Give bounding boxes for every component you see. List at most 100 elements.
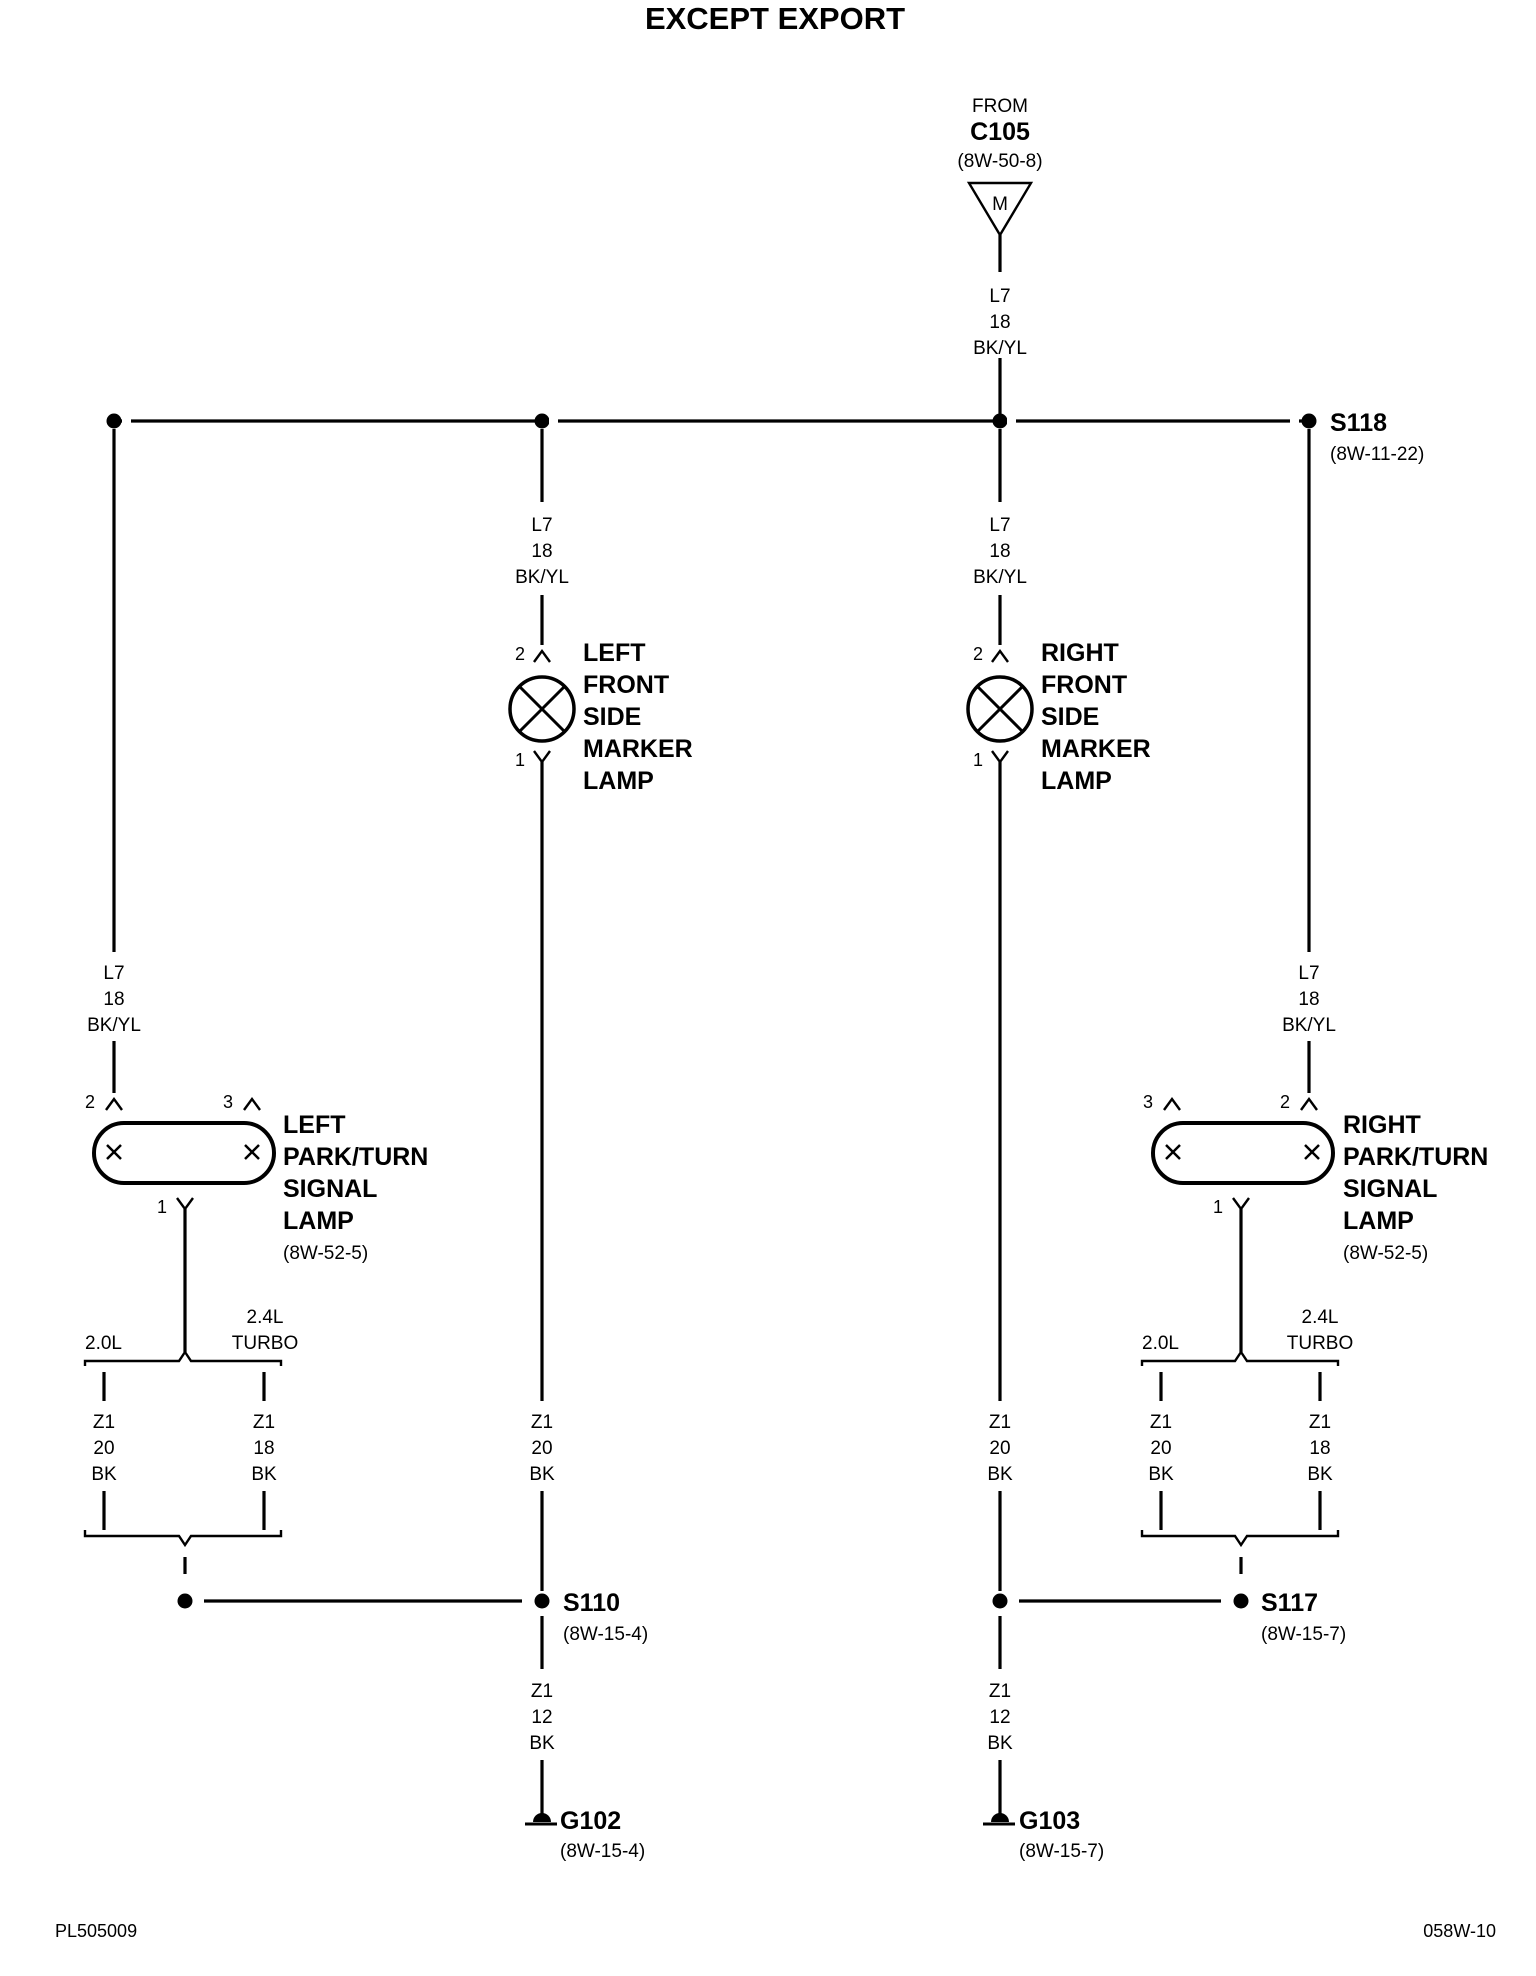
svg-text:Z1: Z1 [1150,1412,1172,1433]
svg-text:Z1: Z1 [989,1412,1011,1433]
splice-s117-name: S117 [1261,1589,1318,1617]
svg-text:TURBO: TURBO [1287,1333,1354,1354]
svg-text:(8W-52-5): (8W-52-5) [1343,1243,1428,1264]
splice-s118-name: S118 [1330,409,1387,437]
svg-text:LAMP: LAMP [1343,1207,1414,1235]
splice-s118-dot [1301,413,1317,429]
svg-text:TURBO: TURBO [232,1333,299,1354]
connector-pin-icon [533,648,551,663]
svg-text:BK/YL: BK/YL [515,567,569,588]
left-park-turn-signal-lamp: LEFT PARK/TURN SIGNAL LAMP (8W-52-5) [92,1111,428,1264]
ground-g102: G102 (8W-15-4) [525,1807,645,1862]
wire-label-right-2-0l: Z1 20 BK [1148,1412,1174,1485]
svg-text:SIDE: SIDE [583,703,641,731]
svg-text:BK: BK [529,1464,555,1485]
svg-text:(8W-15-7): (8W-15-7) [1019,1841,1104,1862]
svg-text:18: 18 [253,1438,274,1459]
wire-label-left-marker-feed: L7 18 BK/YL [515,515,569,588]
svg-text:MARKER: MARKER [583,735,693,763]
footer-right-id: 058W-10 [1423,1921,1496,1941]
source-connector-c105: FROM C105 (8W-50-8) M [957,96,1043,238]
connector-pin-icon [991,750,1009,765]
svg-text:BK/YL: BK/YL [1282,1015,1336,1036]
wire-label-right-park-feed: L7 18 BK/YL [1282,963,1336,1036]
svg-text:L7: L7 [989,515,1010,536]
svg-text:18: 18 [989,312,1010,333]
svg-text:1: 1 [515,750,525,770]
svg-text:2: 2 [85,1092,95,1112]
svg-text:RIGHT: RIGHT [1041,639,1119,667]
connector-pin-icon [1300,1096,1318,1111]
svg-text:L7: L7 [1298,963,1319,984]
connector-pin-icon [176,1197,194,1212]
svg-text:1: 1 [157,1197,167,1217]
connector-pin-icon [991,648,1009,663]
lamp-bulb-icon [966,675,1034,743]
svg-text:18: 18 [531,541,552,562]
connector-pin-icon [1163,1096,1181,1111]
svg-text:G103: G103 [1019,1807,1080,1835]
splice-dot-left-ground [177,1593,193,1609]
svg-text:18: 18 [103,989,124,1010]
svg-text:BK/YL: BK/YL [973,338,1027,359]
svg-text:1: 1 [973,750,983,770]
svg-text:PARK/TURN: PARK/TURN [1343,1143,1488,1171]
svg-text:SIGNAL: SIGNAL [1343,1175,1437,1203]
wire-label-left-2-0l: Z1 20 BK [91,1412,117,1485]
svg-text:MARKER: MARKER [1041,735,1151,763]
splice-s110-dot [534,1593,550,1609]
svg-text:BK: BK [987,1464,1013,1485]
source-connector-name: C105 [970,118,1030,146]
wire-label-g103: Z1 12 BK [987,1681,1013,1754]
svg-text:20: 20 [93,1438,114,1459]
svg-text:12: 12 [989,1707,1010,1728]
svg-text:L7: L7 [531,515,552,536]
svg-text:2.0L: 2.0L [85,1333,122,1354]
wire-label-g102: Z1 12 BK [529,1681,555,1754]
svg-text:Z1: Z1 [253,1412,275,1433]
svg-text:18: 18 [1309,1438,1330,1459]
footer-left-id: PL505009 [55,1921,137,1941]
svg-text:RIGHT: RIGHT [1343,1111,1421,1139]
svg-text:Z1: Z1 [531,1681,553,1702]
connector-pin-icon [1232,1197,1250,1212]
connector-triangle-icon [966,181,1034,238]
svg-text:Z1: Z1 [93,1412,115,1433]
svg-text:(8W-52-5): (8W-52-5) [283,1243,368,1264]
svg-text:LEFT: LEFT [283,1111,346,1139]
splice-s110-name: S110 [563,1589,620,1617]
svg-text:PARK/TURN: PARK/TURN [283,1143,428,1171]
engine-option-bracket-left: 2.0L 2.4L TURBO [83,1307,299,1366]
source-connector-ref: (8W-50-8) [957,151,1042,172]
wire-label-right-marker-feed: L7 18 BK/YL [973,515,1027,588]
engine-option-join-right [1140,1530,1340,1548]
right-park-turn-signal-lamp: RIGHT PARK/TURN SIGNAL LAMP (8W-52-5) [1151,1111,1488,1264]
engine-option-bracket-right: 2.0L 2.4L TURBO [1140,1307,1354,1366]
connector-pin-icon [105,1096,123,1111]
wire-label-source: L7 18 BK/YL [973,286,1027,359]
wire-label-left-marker-ground: Z1 20 BK [529,1412,555,1485]
svg-text:BK: BK [529,1733,555,1754]
svg-text:Z1: Z1 [1309,1412,1331,1433]
lamp-housing-icon [92,1121,276,1185]
svg-text:18: 18 [989,541,1010,562]
svg-text:Z1: Z1 [531,1412,553,1433]
connector-pin-icon [533,750,551,765]
splice-dot-right-marker [992,413,1008,429]
connector-cavity-letter: M [992,194,1008,215]
ground-g103: G103 (8W-15-7) [983,1807,1104,1862]
splice-s110-ref: (8W-15-4) [563,1624,648,1645]
svg-text:2.4L: 2.4L [1302,1307,1339,1328]
splice-s117-dot [1233,1593,1249,1609]
connector-pin-icon [243,1096,261,1111]
svg-text:2: 2 [515,644,525,664]
splice-dot-right-ground [992,1593,1008,1609]
svg-text:FRONT: FRONT [1041,671,1127,699]
svg-text:20: 20 [531,1438,552,1459]
wire-label-left-park-feed: L7 18 BK/YL [87,963,141,1036]
source-from-label: FROM [972,96,1028,117]
wire-label-left-2-4l: Z1 18 BK [251,1412,277,1485]
svg-text:L7: L7 [989,286,1010,307]
svg-text:20: 20 [1150,1438,1171,1459]
